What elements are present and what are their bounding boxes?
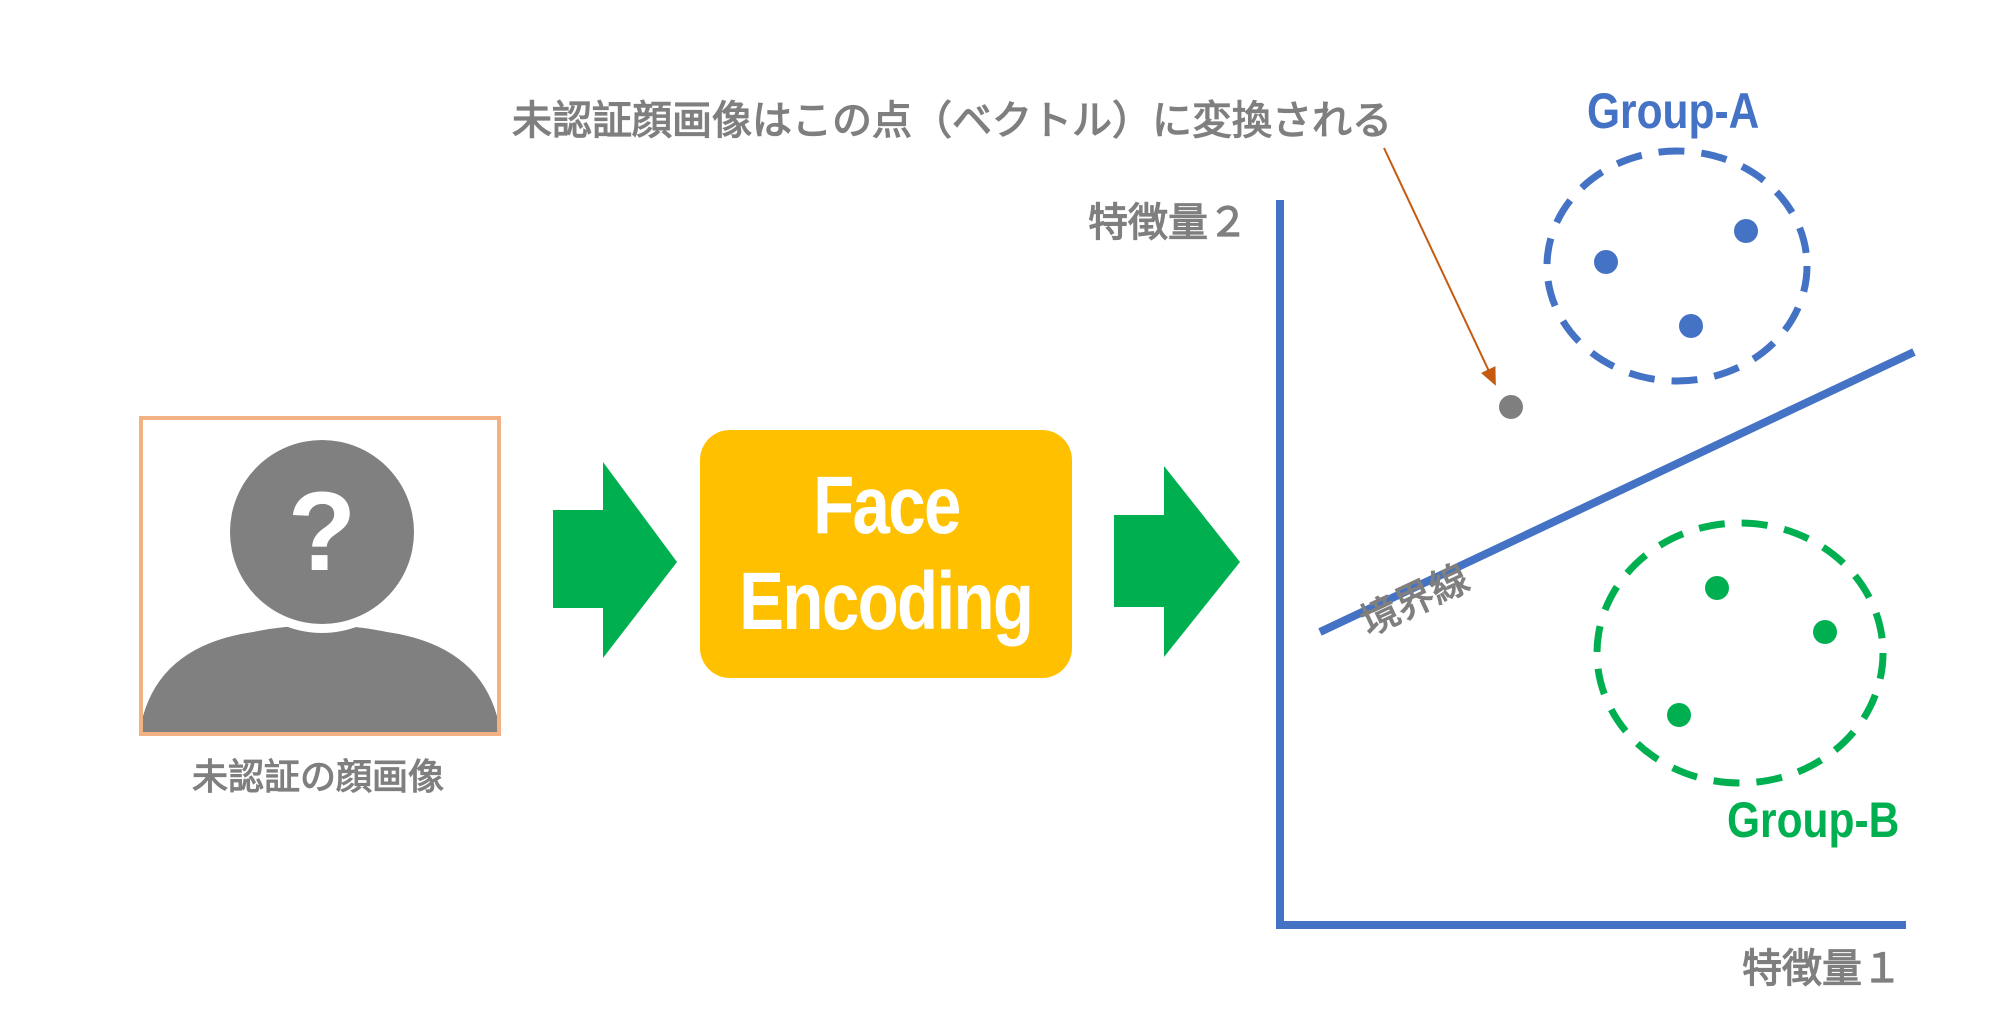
question-mark-glyph: ? bbox=[288, 469, 356, 594]
group-a-point bbox=[1594, 250, 1618, 274]
face-image-caption: 未認証の顔画像 bbox=[191, 757, 444, 798]
group-b-point bbox=[1667, 703, 1691, 727]
face-encoding-box: Face Encoding bbox=[700, 430, 1072, 678]
group-a-cluster bbox=[1543, 147, 1811, 385]
query-point-annotation: 未認証顔画像はこの点（ベクトル）に変換される bbox=[512, 98, 1392, 144]
x-axis-label: 特徴量１ bbox=[1742, 946, 1902, 992]
unknown-person-icon: ? bbox=[143, 431, 497, 732]
encoder-title-line1: Face bbox=[812, 460, 961, 551]
arrow-to-feature-space bbox=[1114, 466, 1240, 657]
arrow-to-encoder bbox=[553, 462, 677, 658]
encoder-title-line2: Encoding bbox=[739, 556, 1034, 647]
group-a-label: Group-A bbox=[1587, 83, 1760, 139]
group-b-label: Group-B bbox=[1727, 792, 1900, 848]
group-a-point bbox=[1679, 314, 1703, 338]
decision-boundary bbox=[1318, 348, 1916, 636]
annotation-arrow bbox=[1383, 147, 1496, 386]
group-b-point bbox=[1705, 576, 1729, 600]
query-point bbox=[1499, 395, 1523, 419]
unknown-face-image: ? bbox=[139, 416, 501, 736]
group-b-cluster bbox=[1593, 519, 1887, 787]
y-axis-label: 特徴量２ bbox=[1088, 200, 1248, 246]
group-b-point bbox=[1813, 620, 1837, 644]
group-a-point bbox=[1734, 219, 1758, 243]
